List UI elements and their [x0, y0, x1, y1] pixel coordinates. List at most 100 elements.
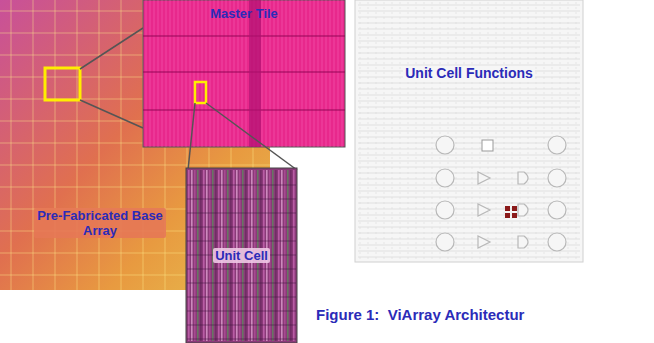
tile-stripe — [230, 0, 231, 147]
grid-line — [358, 227, 580, 228]
tile-stripe — [322, 0, 323, 147]
grid-line — [544, 2, 545, 260]
grid-line — [121, 0, 122, 290]
cell-band — [187, 213, 296, 214]
grid-line — [520, 2, 521, 260]
grid-line — [358, 179, 580, 180]
grid-line — [358, 251, 580, 252]
grid-line — [358, 155, 580, 156]
tile-stripe — [334, 0, 335, 147]
gate-circle — [436, 233, 454, 251]
tile-stripe — [274, 0, 275, 147]
tile-stripe — [214, 0, 215, 147]
tile-band — [143, 35, 345, 37]
tile-stripe — [198, 0, 199, 147]
tile-stripe — [342, 0, 343, 147]
tile-stripe — [286, 0, 287, 147]
grid-line — [560, 2, 561, 260]
tile-stripe — [302, 0, 303, 147]
grid-line — [504, 2, 505, 260]
grid-line — [77, 0, 78, 290]
cell-band — [187, 241, 296, 242]
node-label: Unit Cell Functions — [355, 66, 583, 81]
tile-stripe — [294, 0, 295, 147]
grid-line — [0, 165, 270, 166]
tile-stripe — [186, 0, 187, 147]
master-tile: Master Tile — [143, 0, 345, 147]
via-square — [512, 213, 517, 218]
tile-stripe — [234, 0, 235, 147]
grid-line — [358, 221, 580, 222]
grid-line — [358, 41, 580, 42]
tile-stripe — [170, 0, 171, 147]
cell-band — [187, 199, 296, 200]
grid-line — [358, 47, 580, 48]
gate-circle — [548, 136, 566, 154]
node-label: Master Tile — [143, 6, 345, 21]
grid-line — [358, 233, 580, 234]
gate-symbols — [436, 136, 566, 251]
gate-symbol — [518, 172, 528, 184]
node-text: Pre-Fabricated Base Array — [34, 208, 166, 238]
cell-band — [187, 185, 296, 186]
unit-cell: Unit Cell — [186, 168, 297, 343]
grid-line — [358, 89, 580, 90]
gate-circle — [548, 201, 566, 219]
gate-circle — [436, 169, 454, 187]
tile-stripe — [242, 0, 243, 147]
function-panel: Unit Cell Functions — [355, 0, 583, 262]
tile-stripe — [266, 0, 267, 147]
grid-line — [488, 2, 489, 260]
grid-line — [358, 191, 580, 192]
grid-line — [358, 17, 580, 18]
grid-line — [408, 2, 409, 260]
via-square — [505, 213, 510, 218]
gate-circle — [436, 136, 454, 154]
figure-caption: Figure 1: ViArray Architectur — [316, 306, 524, 323]
node-label: Unit Cell — [186, 248, 297, 263]
grid-line — [358, 161, 580, 162]
grid-line — [11, 0, 12, 290]
grid-line — [358, 203, 580, 204]
tile-stripe — [206, 0, 207, 147]
tile-stripe — [194, 0, 195, 147]
node-text: Master Tile — [208, 6, 280, 21]
zoom-line — [80, 100, 143, 128]
grid-line — [456, 2, 457, 260]
tile-stripe — [330, 0, 331, 147]
grid-line — [99, 0, 100, 290]
tile-stripe — [158, 0, 159, 147]
tile-band — [143, 71, 345, 73]
grid-line — [358, 119, 580, 120]
tile-stripe — [202, 0, 203, 147]
grid-line — [432, 2, 433, 260]
via-square — [505, 206, 510, 211]
grid-line — [448, 2, 449, 260]
grid-line — [358, 29, 580, 30]
tile-stripe — [298, 0, 299, 147]
gate-symbol — [518, 204, 528, 216]
gate-circle — [436, 201, 454, 219]
grid-line — [384, 2, 385, 260]
grid-line — [358, 197, 580, 198]
buffer-symbol — [478, 204, 490, 216]
cell-marker — [482, 140, 493, 151]
tile-stripe — [218, 0, 219, 147]
tile-stripe — [226, 0, 227, 147]
grid-line — [358, 95, 580, 96]
tile-stripe — [262, 0, 263, 147]
grid-line — [496, 2, 497, 260]
tile-stripe — [182, 0, 183, 147]
node-label: Pre-Fabricated Base Array — [34, 208, 166, 238]
tile-stripe — [146, 0, 147, 147]
grid-line — [358, 215, 580, 216]
tile-stripe — [314, 0, 315, 147]
cell-band — [187, 325, 296, 326]
tile-stripe — [246, 0, 247, 147]
grid-line — [358, 173, 580, 174]
grid-line — [358, 11, 580, 12]
buffer-symbol — [478, 172, 490, 184]
zoom-line — [206, 103, 297, 170]
grid-line — [358, 53, 580, 54]
grid-line — [358, 131, 580, 132]
